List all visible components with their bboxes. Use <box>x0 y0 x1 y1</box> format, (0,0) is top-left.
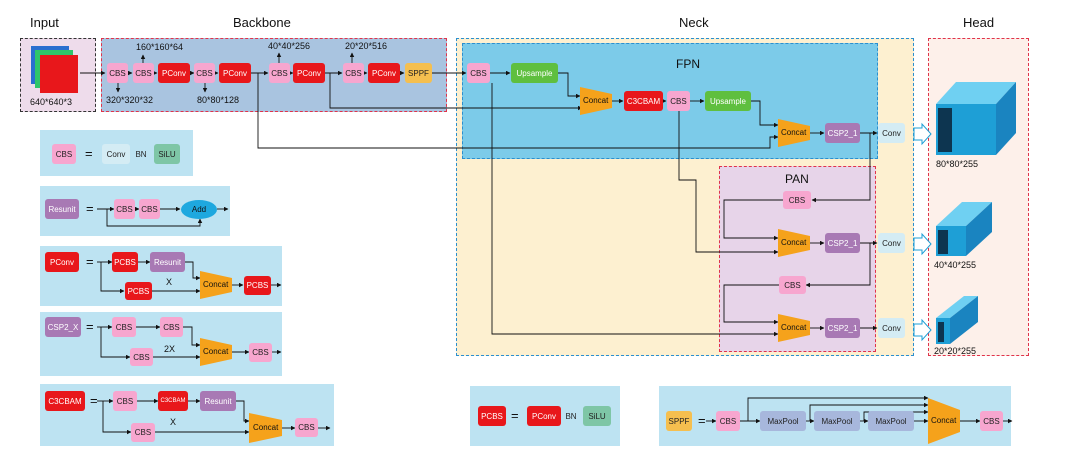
legend-csp2x-cbs-1: CBS <box>112 317 136 337</box>
legend-csp2x-concat: Concat <box>203 347 229 356</box>
legend-c3cbam-resunit: Resunit <box>200 391 236 411</box>
pan-cbs-2: CBS <box>779 276 806 294</box>
concat-shapes <box>200 87 960 444</box>
fpn-c3cbam: C3CBAM <box>624 91 663 111</box>
legend-pcbs-pconv: PConv <box>527 406 561 426</box>
head-conv-2: Conv <box>878 233 905 253</box>
legend-sppf-concat: Concat <box>931 416 957 425</box>
fpn-cbs: CBS <box>667 91 690 111</box>
legend-csp2x-key: CSP2_X <box>45 317 81 337</box>
legend-csp2x-cbs-3: CBS <box>130 348 153 366</box>
legend-pconv-resunit: Resunit <box>150 252 185 272</box>
neck-title: Neck <box>679 15 709 30</box>
legend-sppf-maxpool-2: MaxPool <box>814 411 860 431</box>
head-output-2: 40*40*255 <box>934 260 977 270</box>
head-cubes <box>936 82 1016 344</box>
legend-pconv-pcbs-1: PCBS <box>112 252 138 272</box>
legend-c3cbam-cbam: C3CBAM <box>158 391 188 411</box>
legend-cbs-key: CBS <box>52 144 76 164</box>
legend-csp2x-cbs-4: CBS <box>249 343 272 362</box>
dim-320: 320*320*32 <box>106 95 154 105</box>
backbone-cbs-5: CBS <box>343 63 364 83</box>
backbone-cbs-3: CBS <box>194 63 215 83</box>
backbone-pconv-1: PConv <box>158 63 190 83</box>
legend-csp2x-eq: = <box>86 319 94 334</box>
legend-resunit-key: Resunit <box>45 199 79 219</box>
dim-80: 80*80*128 <box>197 95 240 105</box>
fpn-upsample-1: Upsample <box>511 63 558 83</box>
legend-c3cbam-concat: Concat <box>253 423 279 432</box>
legend-pconv-pcbs-3: PCBS <box>244 276 271 295</box>
legend-c3cbam-cbs-2: CBS <box>131 423 155 442</box>
legend-sppf-eq: = <box>698 413 706 428</box>
fpn-title: FPN <box>676 57 700 71</box>
backbone-sppf: SPPF <box>405 63 432 83</box>
backbone-cbs-2: CBS <box>133 63 154 83</box>
backbone-cbs-1: CBS <box>107 63 128 83</box>
pan-concat-1: Concat <box>781 238 807 247</box>
backbone-pconv-4: PConv <box>368 63 400 83</box>
head-output-1: 80*80*255 <box>936 159 979 169</box>
input-title: Input <box>30 15 59 30</box>
dim-40: 40*40*256 <box>268 41 311 51</box>
legend-sppf-cbs-1: CBS <box>716 411 740 431</box>
legend-sppf-cbs-2: CBS <box>980 411 1003 431</box>
legend-c3cbam-key: C3CBAM <box>45 391 85 411</box>
legend-cbs-eq: = <box>85 146 93 161</box>
legend-pcbs-key: PCBS <box>478 406 506 426</box>
legend-pcbs-bn: BN <box>565 411 577 421</box>
fpn-concat-2: Concat <box>781 128 807 137</box>
legend-c3cbam-cbs-1: CBS <box>113 391 137 411</box>
legend-pconv-x: X <box>166 277 173 287</box>
head-conv-1: Conv <box>878 123 905 143</box>
pan-concat-2: Concat <box>781 323 807 332</box>
backbone-cbs-4: CBS <box>269 63 290 83</box>
pan-csp2-1-a: CSP2_1 <box>825 233 860 253</box>
pan-title: PAN <box>785 172 809 186</box>
legend-c3cbam-x: X <box>170 417 177 427</box>
legend-pconv-eq: = <box>86 254 94 269</box>
legend-c3cbam-cbs-3: CBS <box>295 418 318 437</box>
backbone-pconv-2: PConv <box>219 63 251 83</box>
fpn-upsample-2: Upsample <box>705 91 751 111</box>
legend-cbs-bn: BN <box>135 149 147 159</box>
legend-sppf-key: SPPF <box>666 411 692 431</box>
neck-cbs: CBS <box>467 63 490 83</box>
legend-sppf-maxpool-3: MaxPool <box>868 411 914 431</box>
legend-c3cbam-eq: = <box>90 393 98 408</box>
legend-pconv-pcbs-2: PCBS <box>125 282 152 300</box>
legend-resunit-cbs-2: CBS <box>139 199 160 219</box>
legend-pconv-key: PConv <box>45 252 79 272</box>
dim-160: 160*160*64 <box>136 42 184 52</box>
head-conv-3: Conv <box>878 318 905 338</box>
legend-cbs-silu: SiLU <box>154 144 180 164</box>
legend-resunit-cbs-1: CBS <box>114 199 135 219</box>
fpn-concat-1: Concat <box>583 96 609 105</box>
head-title: Head <box>963 15 995 30</box>
dim-20: 20*20*516 <box>345 41 388 51</box>
pan-cbs-1: CBS <box>783 191 811 209</box>
legend-pconv-concat: Concat <box>203 280 229 289</box>
legend-resunit-eq: = <box>86 201 94 216</box>
input-image-stack <box>31 46 78 93</box>
legend-csp2x-cbs-2: CBS <box>160 317 183 337</box>
pan-csp2-1-b: CSP2_1 <box>825 318 860 338</box>
legend-sppf-maxpool-1: MaxPool <box>760 411 806 431</box>
backbone-title: Backbone <box>233 15 291 30</box>
input-size-label: 640*640*3 <box>30 97 73 107</box>
head-output-3: 20*20*255 <box>934 346 977 356</box>
legend-cbs-conv: Conv <box>102 144 130 164</box>
legend-pcbs-eq: = <box>511 408 519 423</box>
legend-resunit-add: Add <box>181 200 217 219</box>
fpn-csp2-1: CSP2_1 <box>825 123 860 143</box>
legend-csp2x-2x: 2X <box>164 344 176 354</box>
backbone-pconv-3: PConv <box>293 63 325 83</box>
legend-pcbs-silu: SiLU <box>583 406 611 426</box>
